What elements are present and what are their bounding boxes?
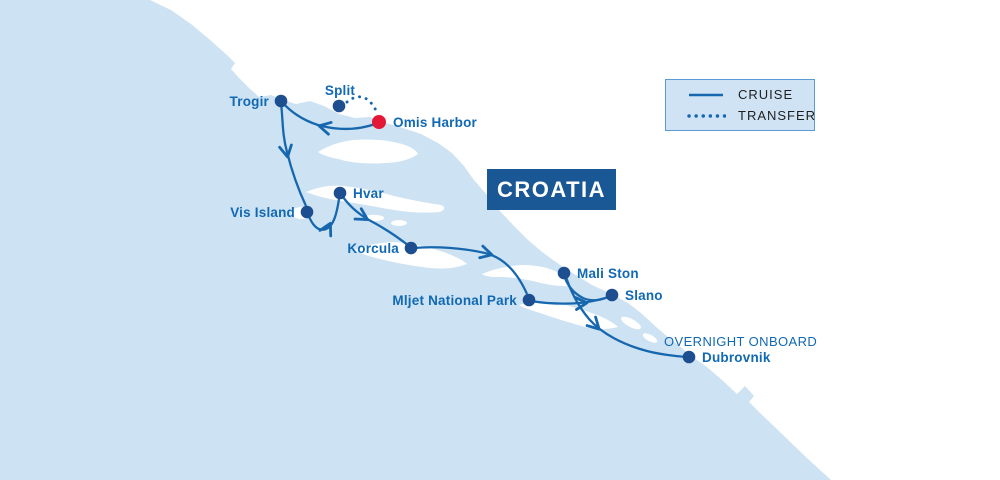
port-label-slano: Slano [625, 288, 663, 303]
port-dot-slano [605, 288, 619, 302]
map-legend: CRUISE TRANSFER [665, 79, 815, 131]
legend-row-transfer: TRANSFER [686, 108, 817, 123]
route-arrow-icon [478, 244, 494, 260]
port-label-hvar: Hvar [353, 186, 384, 201]
port-dot-hvar [333, 186, 347, 200]
port-label-korcula: Korcula [347, 241, 399, 256]
port-label-mljet-national-park: Mljet National Park [392, 293, 517, 308]
legend-row-cruise: CRUISE [686, 87, 814, 102]
transfer-line-icon [686, 113, 726, 119]
legend-cruise-label: CRUISE [738, 87, 794, 102]
route-arrow-icon [574, 296, 589, 311]
port-dot-mali-ston [557, 266, 571, 280]
port-dot-korcula [404, 241, 418, 255]
port-label-vis-island: Vis Island [230, 205, 295, 220]
port-dot-trogir [274, 94, 288, 108]
route-cruise-vis-island-to-hvar [306, 198, 341, 231]
port-label-split: Split [325, 83, 356, 98]
route-arrow-icon [278, 143, 293, 159]
islet-2 [642, 333, 658, 343]
route-arrows [278, 121, 601, 331]
route-arrow-icon [585, 315, 601, 331]
route-arrow-icon [353, 207, 369, 221]
route-transfer-split-to-omis-harbor [345, 95, 380, 117]
region-label-box: CROATIA [487, 169, 616, 210]
legend-transfer-label: TRANSFER [738, 108, 817, 123]
port-dot-vis-island [300, 205, 314, 219]
port-dot-mljet-national-park [522, 293, 536, 307]
islet [621, 316, 641, 330]
annotation-overnight-onboard: OVERNIGHT ONBOARD [664, 334, 817, 349]
route-cruise-korcula-to-mljet-national-park [412, 246, 529, 295]
route-cruise-trogir-to-vis-island [279, 102, 308, 207]
island-korcula [354, 242, 467, 269]
port-dot-split [332, 99, 346, 113]
port-label-dubrovnik: Dubrovnik [702, 350, 771, 365]
island-brac [318, 139, 418, 164]
port-dot-dubrovnik [682, 350, 696, 364]
peninsula-peljesac [482, 265, 571, 287]
port-dot-omis-harbor [372, 115, 386, 129]
adriatic-sea [0, 0, 831, 480]
route-arrow-icon [318, 221, 333, 238]
island-pakleni-2 [391, 220, 407, 226]
cruise-line-icon [686, 92, 726, 98]
port-label-omis-harbor: Omis Harbor [393, 115, 478, 130]
route-arrow-icon [317, 121, 333, 136]
region-label: CROATIA [496, 176, 607, 202]
port-dots [274, 94, 696, 364]
port-label-mali-ston: Mali Ston [577, 266, 639, 281]
route-cruise-hvar-to-korcula [340, 193, 410, 247]
port-label-trogir: Trogir [230, 94, 270, 109]
